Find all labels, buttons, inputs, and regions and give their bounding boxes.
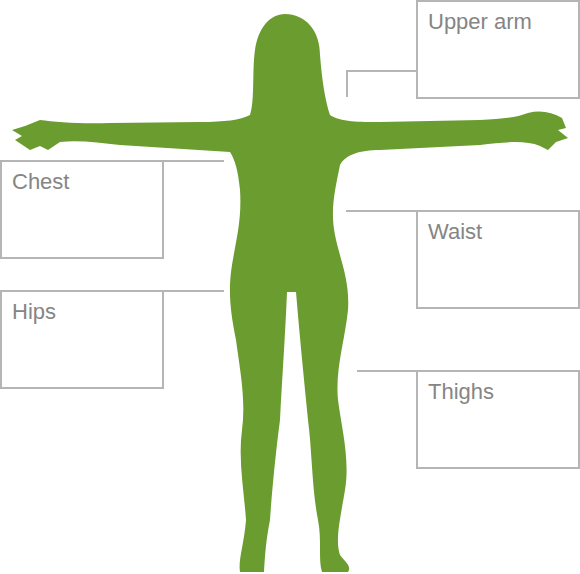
label-box: Upper arm [416,0,580,99]
body-part-label: Hips [2,292,162,326]
label-box: Hips [0,290,164,389]
leader-line [159,290,224,292]
leader-line [347,71,421,97]
leader-line [346,210,421,212]
body-part-label: Upper arm [418,2,578,36]
label-box: Waist [416,210,580,309]
leader-line [357,370,421,372]
body-part-label: Chest [2,162,162,196]
leader-line [159,160,224,162]
body-part-label: Thighs [418,372,578,406]
label-box: Chest [0,160,164,259]
label-box: Thighs [416,370,580,469]
body-part-label: Waist [418,212,578,246]
